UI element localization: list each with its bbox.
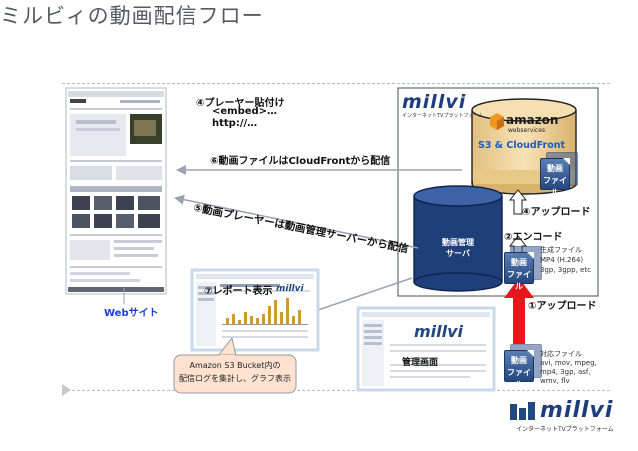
s3-cloudfront-label: S3 & CloudFront [478, 140, 566, 151]
step2-label: ②エンコード [504, 232, 563, 243]
admin-millvi-mini-logo: millvi [414, 322, 464, 341]
slide-title: ミルビィの動画配信フロー [0, 4, 264, 28]
generated-files-title: 生成ファイル [540, 246, 582, 254]
website-label: Webサイト [104, 308, 159, 319]
footer-triangle-icon [62, 384, 71, 396]
report-screenshot [190, 268, 320, 352]
s3-upload-arrow [508, 189, 528, 215]
step4-upload-label: ④アップロード [522, 207, 591, 218]
title-divider [62, 83, 610, 84]
video-file-icon-s3-line1: 動画 [547, 164, 563, 173]
server-label-line1: 動画管理 [442, 238, 474, 247]
video-file-icon-encoded-line2: ファイル [507, 270, 531, 291]
video-file-icon-s3: 動画 ファイル [540, 158, 570, 197]
generated-files-line3: 3gp, 3gpp, etc [540, 266, 591, 274]
millvi-tagline-footer: インターネットTVプラットフォーム [516, 426, 614, 433]
amazon-logo: amazon [506, 113, 559, 127]
video-file-icon-encoded: 動画 ファイル [504, 252, 534, 291]
player-delivery-arrow [174, 194, 419, 249]
step6-label: ⑥動画ファイルはCloudFrontから配信 [210, 156, 391, 167]
step1-label: ①アップロード [528, 301, 597, 312]
millvi-logo-footer: millvi [540, 398, 614, 423]
server-cylinder [413, 185, 503, 292]
upload-arrow [504, 278, 534, 344]
website-screenshot [65, 87, 167, 295]
generated-files-line2: MP4 (H.264) [540, 256, 584, 264]
admin-screen-label: 管理画面 [402, 358, 439, 368]
callout-bubble [173, 336, 297, 394]
step4-title: ④プレーヤー貼付け [196, 98, 285, 109]
report-link-line [317, 277, 413, 311]
callout-line2: 配信ログを集計し、グラフ表示 [179, 374, 291, 383]
video-file-icon-source-line1: 動画 [511, 356, 527, 365]
video-file-icon-s3-line2: ファイル [543, 176, 567, 197]
aws-sub-logo: webservices [508, 127, 546, 134]
source-files-line2: avi, mov, mpeg, [540, 359, 597, 367]
source-files-line3: mp4, 3gp, asf, [540, 368, 591, 376]
report-millvi-mini-logo: millvi [276, 284, 304, 294]
millvi-logo-top: millvi [402, 91, 467, 113]
source-files-line4: wmv, flv [540, 377, 570, 385]
server-label-line2: サーバ [446, 249, 470, 258]
source-files-title: 対応ファイル [540, 350, 582, 358]
admin-screenshot [356, 306, 496, 392]
aws-cube-icon [490, 113, 504, 130]
video-file-icon-source: 動画 ファイル [504, 350, 534, 389]
step4-embed-text: <embed>… [212, 106, 278, 117]
video-file-icon-encoded-line1: 動画 [511, 258, 527, 267]
callout-line1: Amazon S3 Bucket内の [189, 361, 281, 370]
millvi-tagline-top: インターネットTVプラットフォーム [402, 113, 484, 119]
footer-divider [62, 390, 610, 391]
millvi-footer-mark-icon [510, 402, 535, 420]
step4-url-text: http://… [212, 118, 258, 129]
video-file-icon-source-line2: ファイル [507, 368, 531, 389]
step7-label: ⑦レポート表示 [204, 286, 273, 297]
